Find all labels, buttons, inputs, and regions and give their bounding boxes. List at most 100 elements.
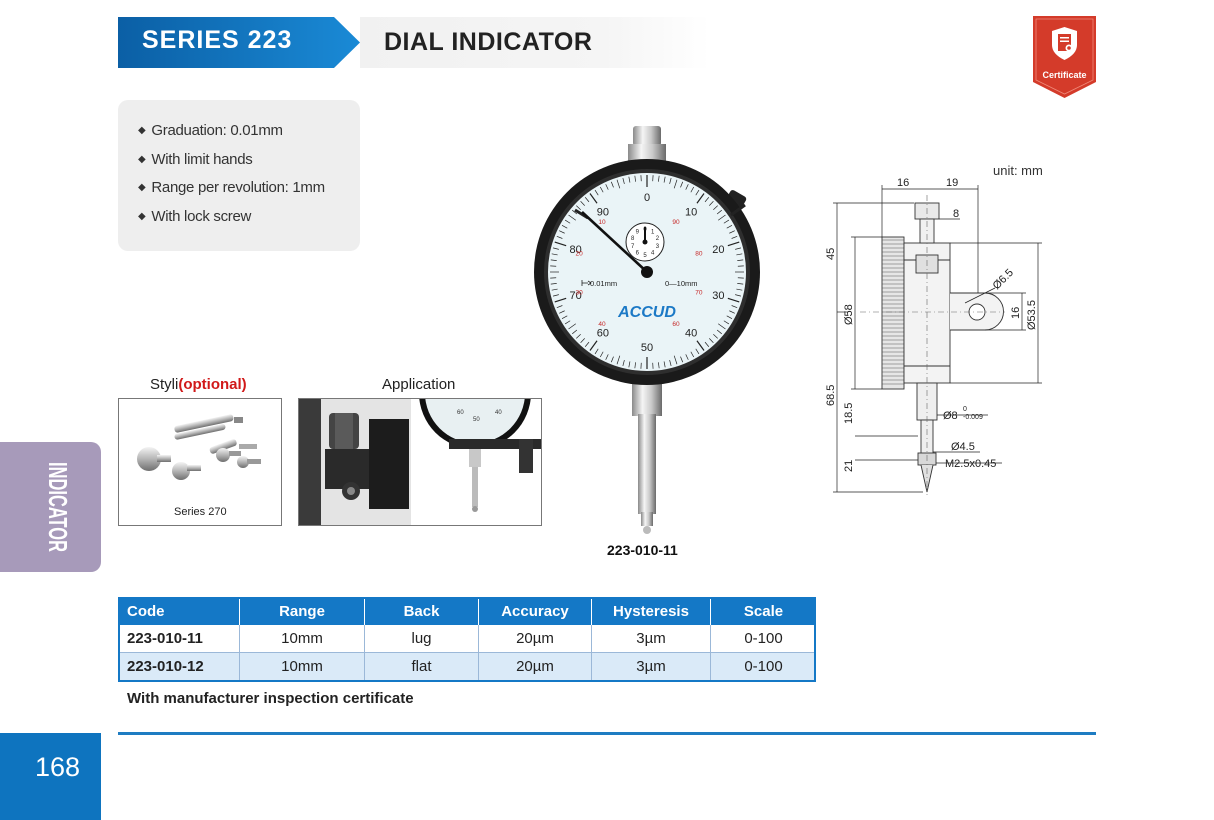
dial-tick: [628, 176, 631, 183]
cell-scale: 0-100: [710, 625, 816, 653]
dial-tick: [696, 340, 705, 351]
dial-tick: [594, 348, 599, 355]
table-row: 223-010-11 10mm lug 20µm 3µm 0-100: [118, 625, 816, 653]
dim-16-top: 16: [897, 177, 909, 189]
dial-tick: [685, 354, 689, 360]
dim-21: 21: [843, 460, 855, 472]
feature-item: ◆Range per revolution: 1mm: [138, 179, 325, 196]
dial-tick: [731, 305, 738, 309]
dim-8-tol-upper: 0: [963, 406, 967, 413]
dial-tick: [713, 205, 718, 210]
small-dial-number: 5: [643, 253, 647, 259]
features-panel: ◆Graduation: 0.01mm ◆With limit hands ◆R…: [118, 100, 360, 251]
dial-number: 60: [457, 410, 464, 416]
feature-item: ◆With limit hands: [138, 150, 253, 168]
dial-tick: [554, 297, 567, 303]
small-dial-number: 4: [651, 251, 655, 257]
table-header-row: Code Range Back Accuracy Hysteresis Scal…: [118, 597, 816, 625]
col-header-range: Range: [239, 597, 365, 625]
dial-tick: [580, 201, 585, 206]
series-banner: [118, 17, 360, 68]
dial-tick: [576, 334, 581, 339]
dial-tick: [695, 348, 700, 355]
dial-tick: [572, 209, 578, 215]
dial-number: 70: [570, 290, 582, 302]
dial-red-number: 80: [695, 251, 703, 258]
dial-number: 80: [570, 244, 582, 256]
cell-back: flat: [364, 652, 479, 681]
dial-tick: [669, 177, 672, 184]
styli-caption: Series 270: [174, 506, 227, 518]
dial-tick: [551, 253, 558, 256]
cell-scale: 0-100: [710, 652, 816, 681]
dial-tick: [605, 184, 609, 190]
dial-tick: [663, 176, 666, 183]
dial-number: 30: [712, 290, 724, 302]
dial-tick: [696, 193, 705, 204]
dim-thread: M2.5x0.45: [945, 458, 996, 470]
dial-tick: [673, 355, 678, 365]
dial-red-number: 40: [598, 321, 606, 328]
dial-tick: [580, 338, 585, 343]
dial-tick: [599, 186, 604, 193]
diamond-bullet-icon: ◆: [138, 125, 146, 136]
dial-tick: [726, 224, 733, 229]
dial-number: 20: [712, 244, 724, 256]
dial-tick: [735, 294, 742, 297]
dial-red-number: 60: [672, 321, 680, 328]
dial-tick: [717, 214, 726, 221]
cell-code: 223-010-12: [118, 652, 240, 681]
section-tab[interactable]: [0, 442, 101, 572]
dial-tick: [723, 219, 730, 224]
page-number-box: [0, 733, 101, 820]
certificate-label: Certificate: [1042, 70, 1087, 80]
col-header-accuracy: Accuracy: [478, 597, 592, 625]
dim-45: 45: [825, 248, 837, 260]
dim-8-stem: Ø8: [943, 410, 958, 422]
dial-number: 40: [685, 328, 697, 340]
certificate-badge-icon: [1033, 16, 1096, 98]
col-header-hysteresis: Hysteresis: [591, 597, 711, 625]
dial-red-number: 10: [598, 219, 606, 226]
unit-label: unit: mm: [993, 163, 1043, 178]
dim-4-5: Ø4.5: [951, 441, 975, 453]
product-code: 223-010-11: [607, 542, 678, 558]
cell-accuracy: 20µm: [478, 625, 592, 653]
dial-ticks: [550, 175, 744, 369]
dial-tick: [729, 310, 735, 314]
dial-tick: [658, 362, 660, 369]
dial-tick: [594, 189, 599, 196]
dial-tick: [634, 175, 636, 182]
dial-tick: [564, 320, 571, 325]
dial-right-label: 0—10mm: [665, 279, 698, 288]
dim-8-tol-lower: -0.009: [963, 414, 983, 421]
dim-58: Ø58: [843, 304, 855, 325]
dial-red-number: 30: [575, 289, 583, 296]
table-row: 223-010-12 10mm flat 20µm 3µm 0-100: [118, 652, 816, 681]
dial-tick: [695, 189, 700, 196]
dial-tick: [568, 214, 577, 221]
dial-red-number: 70: [695, 289, 703, 296]
dial-tick: [737, 283, 744, 285]
dial-tick: [576, 205, 581, 210]
dial-tick: [690, 351, 695, 358]
dial-tick: [704, 341, 710, 347]
dial-tick: [669, 360, 672, 367]
cell-hysteresis: 3µm: [591, 652, 711, 681]
technical-drawing: 16 19 8 45 Ø58 Ø6.5 16 Ø53.5 68.5 18.5 Ø…: [825, 177, 1042, 495]
dial-tick: [610, 356, 614, 363]
dial-tick: [737, 259, 744, 261]
diamond-bullet-icon: ◆: [138, 210, 146, 222]
application-title: Application: [382, 376, 456, 393]
dial-tick: [610, 181, 614, 188]
dial-tick: [589, 193, 598, 204]
feature-item: ◆Graduation: 0.01mm: [138, 122, 283, 139]
cell-back: lug: [364, 625, 479, 653]
dial-tick: [727, 241, 740, 247]
dial-tick: [552, 294, 559, 297]
dial-tick: [551, 288, 558, 291]
brand-logo: ACCUD: [617, 304, 676, 321]
dial-number: 60: [597, 328, 609, 340]
small-dial-number: 9: [636, 230, 640, 236]
